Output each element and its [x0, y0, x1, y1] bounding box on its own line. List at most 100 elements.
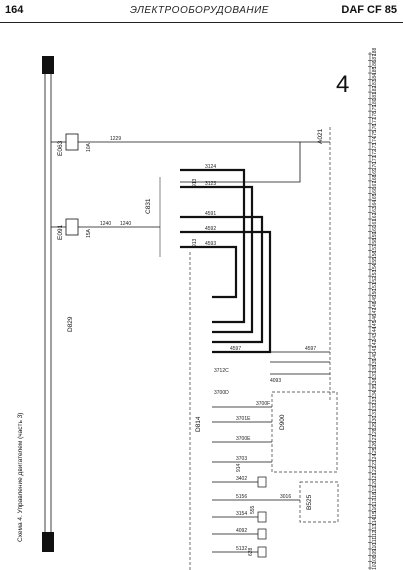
- ruler-tick-label: 187: [372, 54, 378, 63]
- ruler-tick-label: 152: [372, 276, 378, 285]
- wire-number-label: 1240: [120, 221, 131, 227]
- connector-d900: D900: [212, 391, 338, 473]
- sheet-number: 4: [336, 71, 349, 98]
- ruler-tick-label: 186: [372, 60, 378, 69]
- svg-text:A021: A021: [317, 128, 324, 144]
- wire-number-label: 3016: [280, 494, 291, 500]
- svg-text:E063: E063: [57, 140, 64, 156]
- wire-number-label: 3701E: [236, 416, 251, 422]
- ruler-tick-label: 128: [372, 428, 378, 437]
- ruler-tick-label: 112: [372, 530, 378, 538]
- ruler-tick-label: 170: [372, 162, 378, 171]
- wire-number-label: 4597: [305, 346, 316, 352]
- ruler-tick-label: 109: [372, 549, 378, 558]
- ruler-tick-label: 125: [372, 447, 378, 456]
- svg-text:10A: 10A: [86, 142, 92, 152]
- ruler-tick-label: 185: [372, 66, 378, 75]
- ruler-tick-label: 161: [372, 219, 378, 228]
- ruler-tick-label: 172: [372, 149, 378, 158]
- svg-text:B525: B525: [306, 494, 313, 510]
- ruler-tick-label: 164: [372, 200, 378, 209]
- ruler-tick-label: 165: [372, 193, 378, 202]
- connector-a021: A021: [212, 127, 331, 402]
- ruler-tick-label: 117: [372, 498, 378, 506]
- wire-number-label: 5156: [236, 494, 247, 500]
- ruler-tick-label: 135: [372, 384, 378, 393]
- ruler-tick-label: 119: [372, 486, 378, 494]
- ruler-tick-label: 156: [372, 251, 378, 260]
- ruler-tick-label: 175: [372, 130, 378, 139]
- vehicle-model: DAF CF 85: [341, 4, 397, 16]
- ruler-tick-label: 188: [372, 47, 378, 56]
- ruler-tick-label: 122: [372, 466, 378, 475]
- bus-a: [180, 168, 246, 324]
- wire-number-label: 3700D: [214, 390, 229, 396]
- svg-text:15A: 15A: [86, 228, 92, 238]
- wire-number-label: 3703: [236, 456, 247, 462]
- ruler-tick-label: 150: [372, 289, 378, 298]
- wire-number-label: 4093: [270, 378, 281, 384]
- svg-text:628: 628: [248, 547, 254, 556]
- ruler-tick-label: 126: [372, 441, 378, 450]
- ruler-tick-label: 110: [372, 543, 378, 551]
- ruler: 1881871861851841831821811801791781771761…: [368, 47, 378, 570]
- ruler-tick-label: 148: [372, 301, 378, 310]
- wire-number-label: 3700E: [236, 436, 251, 442]
- ruler-tick-label: 149: [372, 295, 378, 304]
- ruler-tick-label: 162: [372, 212, 378, 221]
- ruler-tick-label: 158: [372, 238, 378, 247]
- page-header: 164 ЭЛЕКТРООБОРУДОВАНИЕ DAF CF 85: [0, 0, 403, 23]
- ruler-tick-label: 169: [372, 168, 378, 177]
- wire-number-label: 4592: [205, 226, 216, 232]
- wire-number-label: 1229: [110, 136, 121, 142]
- fuse-body: [65, 133, 79, 151]
- ruler-tick-label: 144: [372, 327, 378, 336]
- wire-number-label: 3402: [236, 476, 247, 482]
- wire-number-label: 4092: [236, 528, 247, 534]
- ruler-tick-label: 159: [372, 231, 378, 240]
- bus-cap-bottom: [42, 532, 54, 552]
- ruler-tick-label: 137: [372, 371, 378, 380]
- ruler-tick-label: 115: [372, 511, 378, 519]
- ruler-tick-label: 145: [372, 320, 378, 329]
- ruler-tick-label: 123: [372, 460, 378, 469]
- ruler-tick-label: 141: [372, 346, 378, 355]
- svg-text:C831: C831: [145, 198, 152, 214]
- ruler-tick-label: 124: [372, 454, 378, 463]
- ruler-tick-label: 127: [372, 435, 378, 444]
- wire-labels: 1229124012404597459731243123459145924593…: [100, 136, 316, 552]
- bus-d: [180, 230, 272, 354]
- wire-number-label: 3700F: [256, 401, 270, 407]
- bus-lines-vertical: [180, 142, 301, 354]
- ruler-tick-label: 166: [372, 187, 378, 196]
- ruler-tick-label: 155: [372, 257, 378, 266]
- ruler-tick-label: 181: [372, 92, 378, 101]
- ruler-tick-label: 167: [372, 181, 378, 190]
- svg-text:D900: D900: [279, 414, 286, 430]
- ruler-tick-label: 143: [372, 333, 378, 342]
- ruler-tick-label: 129: [372, 422, 378, 431]
- svg-text:E091: E091: [57, 224, 64, 240]
- c831-group: C831: [140, 177, 161, 257]
- ruler-tick-label: 108: [372, 555, 378, 564]
- wire-number-label: 4591: [205, 211, 216, 217]
- splice-labels: 913 913 914 555 628: [192, 178, 256, 556]
- wire-number-label: 4593: [205, 241, 216, 247]
- svg-text:D814: D814: [195, 416, 202, 432]
- ruler-tick-label: 151: [372, 282, 378, 291]
- ruler-tick-label: 130: [372, 415, 378, 424]
- ruler-tick-label: 140: [372, 352, 378, 361]
- section-title: ЭЛЕКТРООБОРУДОВАНИЕ: [130, 5, 269, 16]
- ruler-tick-label: 136: [372, 377, 378, 386]
- ruler-tick-label: 154: [372, 263, 378, 272]
- ruler-tick-label: 180: [372, 98, 378, 107]
- ruler-tick-label: 182: [372, 86, 378, 95]
- ruler-tick-label: 178: [372, 111, 378, 120]
- ruler-tick-label: 114: [372, 517, 378, 525]
- wire-number-label: 5132: [236, 546, 247, 552]
- fuse-body: [65, 218, 79, 236]
- ruler-tick-label: 177: [372, 117, 378, 126]
- connector-b525: B525: [212, 481, 339, 523]
- ruler-tick-label: 168: [372, 174, 378, 183]
- fuse-e063: 10A E063: [51, 133, 300, 156]
